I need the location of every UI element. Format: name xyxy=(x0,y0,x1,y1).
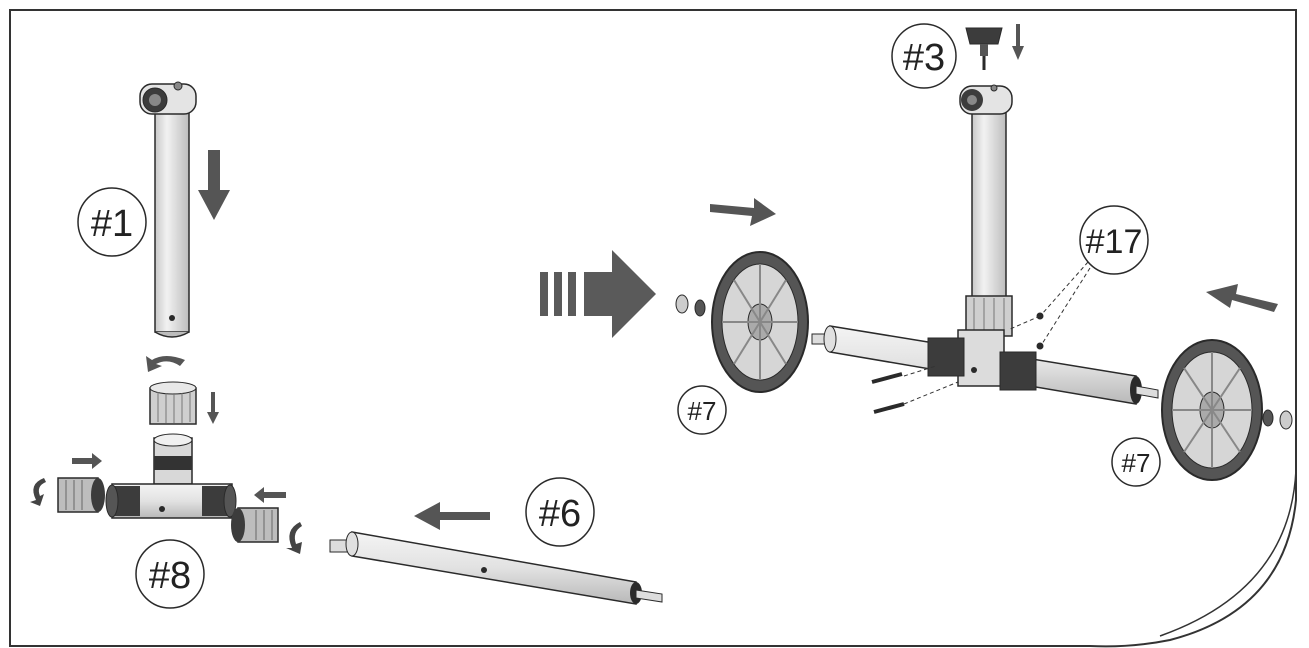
arrow-left-icon xyxy=(414,502,490,530)
rotate-arrow-left-icon xyxy=(30,478,46,506)
label-part-7-left: #7 xyxy=(677,385,727,435)
label-part-6: #6 xyxy=(525,477,595,547)
arrow-down-icon xyxy=(198,150,230,220)
page-frame xyxy=(9,9,1297,648)
svg-text:#8: #8 xyxy=(149,555,191,597)
arrow-down-small-icon xyxy=(1012,24,1024,60)
arrow-down-small-icon xyxy=(207,392,219,424)
knob-part-3 xyxy=(965,27,1003,70)
arrow-left-icon xyxy=(1206,284,1278,312)
svg-text:#1: #1 xyxy=(91,203,133,245)
nut-left xyxy=(694,299,706,317)
svg-text:#7: #7 xyxy=(1122,448,1151,478)
leader-lines xyxy=(903,261,1091,405)
washer-left xyxy=(675,294,689,314)
wheel-right xyxy=(1161,339,1263,481)
arrow-right-small-icon xyxy=(72,453,102,469)
arrow-right-icon xyxy=(710,198,776,226)
nut-right xyxy=(1262,409,1274,427)
rotate-arrow-icon xyxy=(146,356,185,372)
label-part-1: #1 xyxy=(77,187,147,257)
washer-right xyxy=(1279,410,1293,430)
t-joint-part-8 xyxy=(105,433,237,519)
svg-text:#3: #3 xyxy=(903,37,945,79)
rotate-arrow-right-icon xyxy=(286,522,302,554)
side-cap-right xyxy=(231,507,279,543)
page-curl xyxy=(1159,469,1297,637)
svg-text:#6: #6 xyxy=(539,493,581,535)
label-part-8: #8 xyxy=(135,539,205,609)
axle-part-6 xyxy=(329,531,663,605)
svg-text:#7: #7 xyxy=(688,396,717,426)
arrow-left-small-icon xyxy=(254,487,286,503)
label-part-17: #17 xyxy=(1079,205,1149,275)
label-part-3: #3 xyxy=(891,23,957,89)
pole-assembled xyxy=(959,84,1013,337)
next-step-arrow-icon xyxy=(540,250,656,338)
side-cap-left xyxy=(57,477,105,513)
wheel-left xyxy=(711,251,809,393)
pole-part-1 xyxy=(139,81,197,338)
axle-assembled xyxy=(811,325,1159,405)
svg-text:#17: #17 xyxy=(1086,223,1143,261)
collar-cap xyxy=(149,381,197,425)
label-part-7-right: #7 xyxy=(1111,437,1161,487)
